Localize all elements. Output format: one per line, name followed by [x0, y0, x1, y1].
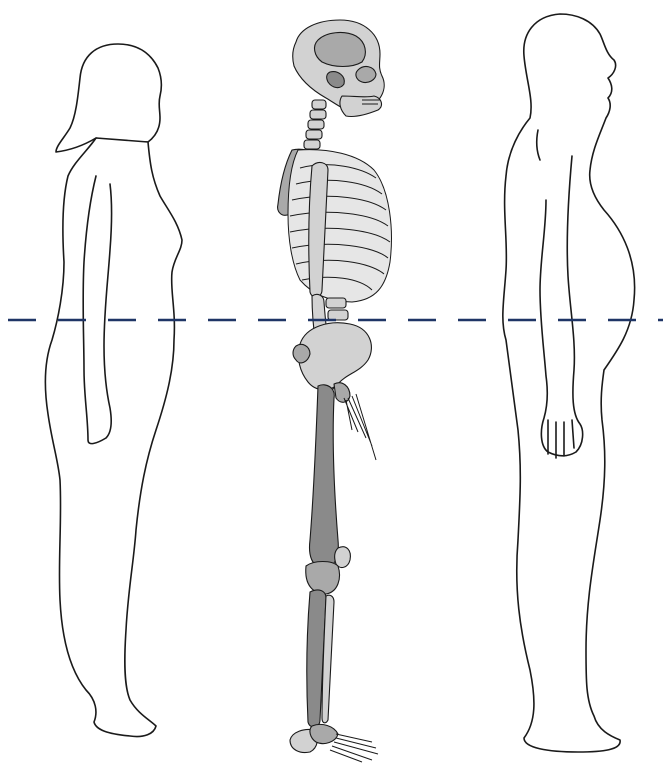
foot-bones	[290, 724, 378, 762]
toe-bones	[330, 734, 378, 762]
female-body	[45, 138, 182, 737]
sacrum	[293, 344, 310, 362]
vertebra	[306, 130, 322, 139]
skull-parietal	[315, 33, 366, 67]
jaw	[340, 96, 382, 117]
vertebra	[312, 100, 326, 109]
female-silhouette	[45, 44, 182, 737]
hand-bones	[334, 383, 376, 460]
eye-orbit	[356, 67, 376, 83]
carpals	[334, 383, 350, 403]
femur	[310, 385, 339, 569]
knee-joint	[306, 562, 340, 595]
vertebra	[310, 110, 326, 119]
tarsals	[310, 724, 338, 743]
lumbar-spine	[326, 298, 348, 320]
vertebra	[304, 140, 320, 149]
phalanges	[344, 394, 376, 460]
skull	[293, 20, 384, 117]
male-silhouette	[503, 14, 635, 752]
cervical-spine	[304, 100, 326, 149]
rib-cage	[288, 150, 391, 302]
vertebra	[308, 120, 324, 129]
rib-cage-outline	[288, 150, 391, 302]
vertebra	[328, 310, 348, 320]
vertebra	[326, 298, 346, 308]
patella	[335, 547, 351, 568]
skeleton	[278, 20, 392, 762]
female-hair	[56, 44, 161, 152]
